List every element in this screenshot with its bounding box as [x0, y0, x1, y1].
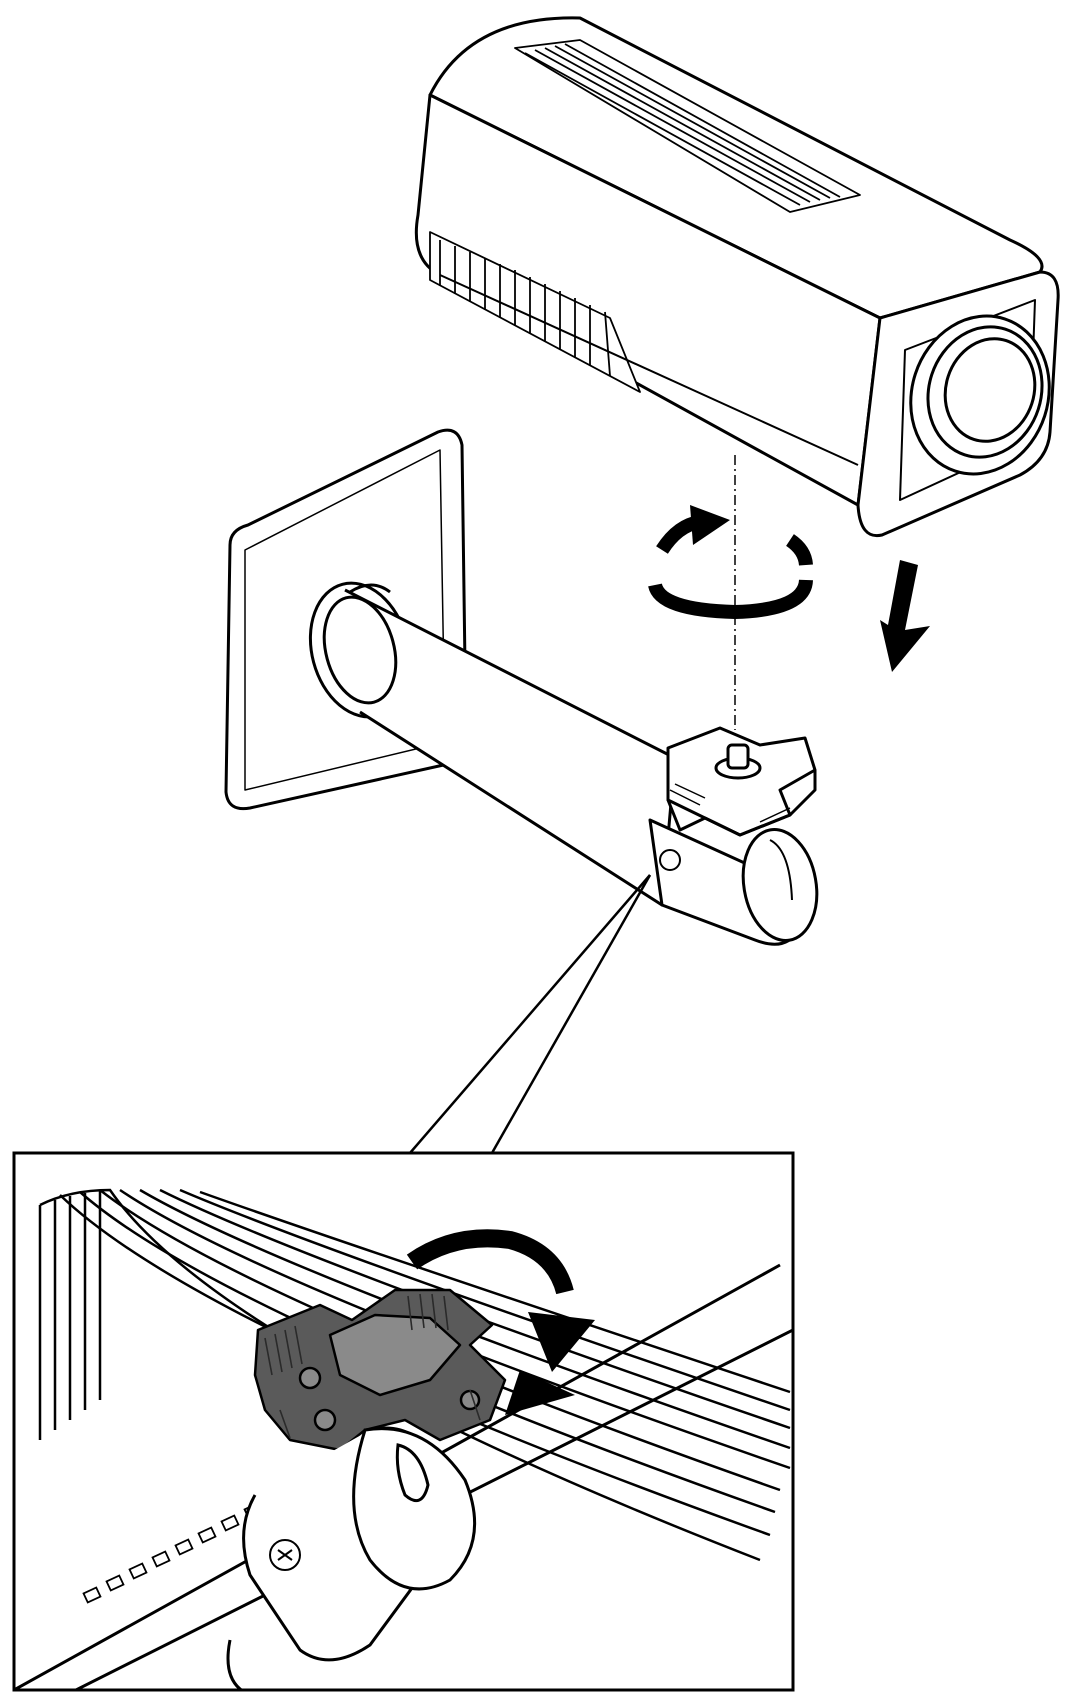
inset-hook	[242, 1426, 477, 1662]
camera-body	[414, 16, 1060, 538]
tighten-arrow-icon	[406, 1229, 595, 1415]
camera-lens	[909, 314, 1051, 476]
callout-lines	[409, 874, 652, 1154]
inset-knob	[253, 1288, 507, 1452]
side-vent	[429, 231, 641, 393]
top-vent	[514, 39, 861, 213]
rotate-icon	[648, 505, 813, 620]
mount-arm	[308, 581, 819, 946]
inset-detail	[12, 1151, 795, 1692]
down-arrow-icon	[880, 560, 930, 672]
mount-knob	[666, 726, 817, 837]
